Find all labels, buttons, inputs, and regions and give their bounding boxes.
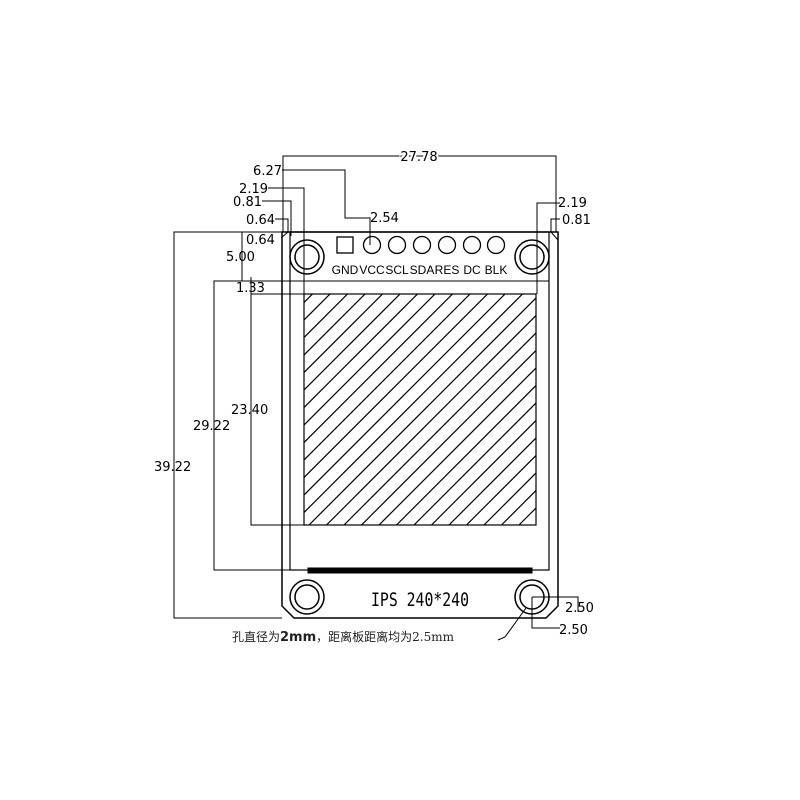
hatch-line (304, 294, 506, 496)
fpc-bar (307, 567, 533, 574)
dim-right-glass-to-active: 2.19 (558, 196, 587, 211)
dim-left-board-to-glass: 0.81 (233, 195, 262, 210)
note-prefix: 孔直径为 (232, 630, 280, 644)
hatch-line (304, 294, 419, 409)
dim-glass-height: 29.22 (193, 419, 230, 434)
dim-left-offset-a: 0.64 (246, 213, 275, 228)
display-label: IPS 240*240 (371, 589, 469, 611)
pin-label-blk: BLK (485, 263, 508, 277)
hatch-line (413, 402, 536, 525)
active-area-hatching (304, 285, 794, 525)
hatch-line (554, 285, 794, 525)
pin-pad-sda (412, 235, 432, 255)
pin-pad-blk (486, 235, 506, 255)
pin-pad-res (437, 235, 457, 255)
mounting-hole-top-left (289, 239, 325, 275)
hatch-line (304, 294, 524, 514)
hatch-line (304, 294, 366, 356)
hatch-line (361, 349, 536, 525)
dim-overall-width: 27.78 (400, 150, 437, 165)
pin-label-gnd: GND (332, 263, 359, 277)
hatch-line (483, 472, 536, 525)
hatch-line (326, 314, 536, 525)
pin-label-res: RES (435, 263, 460, 277)
dim-left-glass-to-active: 2.19 (239, 182, 268, 197)
hatch-line (537, 285, 777, 525)
dim-header-height: 5.00 (226, 250, 255, 265)
pin-label-dc: DC (463, 263, 481, 277)
pin-pad-scl (387, 235, 407, 255)
pin-pad-vcc (362, 235, 382, 255)
note-bold: 2mm (280, 630, 316, 645)
pin-label-vcc: VCC (359, 263, 385, 277)
dim-hole-offset-x: 2.50 (565, 601, 594, 616)
dim-pin1-offset: 6.27 (253, 164, 282, 179)
hatch-line (304, 294, 331, 321)
hatch-line (304, 294, 436, 426)
active-area (303, 293, 537, 526)
hatch-line (304, 294, 489, 479)
hatch-line (431, 419, 536, 525)
pin-pad-square (336, 236, 354, 254)
dim-header-to-active: 1.33 (236, 281, 265, 296)
pin-pad-dc (462, 235, 482, 255)
board-outline (281, 231, 559, 619)
mounting-hole-bottom-left (289, 579, 325, 615)
hatch-line (304, 294, 314, 304)
hatch-line (304, 294, 384, 374)
hatch-line (378, 367, 536, 525)
hatch-line (304, 294, 349, 339)
hatch-line (501, 489, 536, 525)
pin-label-scl: SCL (385, 263, 409, 277)
dimension-lines (173, 155, 579, 641)
hatch-line (466, 454, 536, 525)
dim-pin-pitch: 2.54 (370, 211, 399, 226)
hatch-line (343, 332, 536, 525)
hatch-line (304, 294, 401, 391)
pin-label-sda: SDA (410, 263, 435, 277)
note-suffix: ，距离板距离均为2.5mm (316, 629, 454, 644)
hatch-line (518, 507, 536, 525)
dim-overall-height: 39.22 (154, 460, 191, 475)
hatch-line (304, 294, 454, 444)
hatch-line (396, 384, 536, 525)
hatch-line (304, 294, 471, 461)
dim-left-offset-b: 0.64 (246, 233, 275, 248)
hole-note: 孔直径为2mm，距离板距离均为2.5mm (232, 629, 455, 645)
hatch-line (448, 437, 536, 525)
dim-hole-offset-y: 2.50 (559, 623, 588, 638)
mounting-hole-top-right (514, 239, 550, 275)
dim-right-board-to-glass: 0.81 (562, 213, 591, 228)
hatch-line (308, 297, 536, 525)
dim-active-height: 23.40 (231, 403, 268, 418)
